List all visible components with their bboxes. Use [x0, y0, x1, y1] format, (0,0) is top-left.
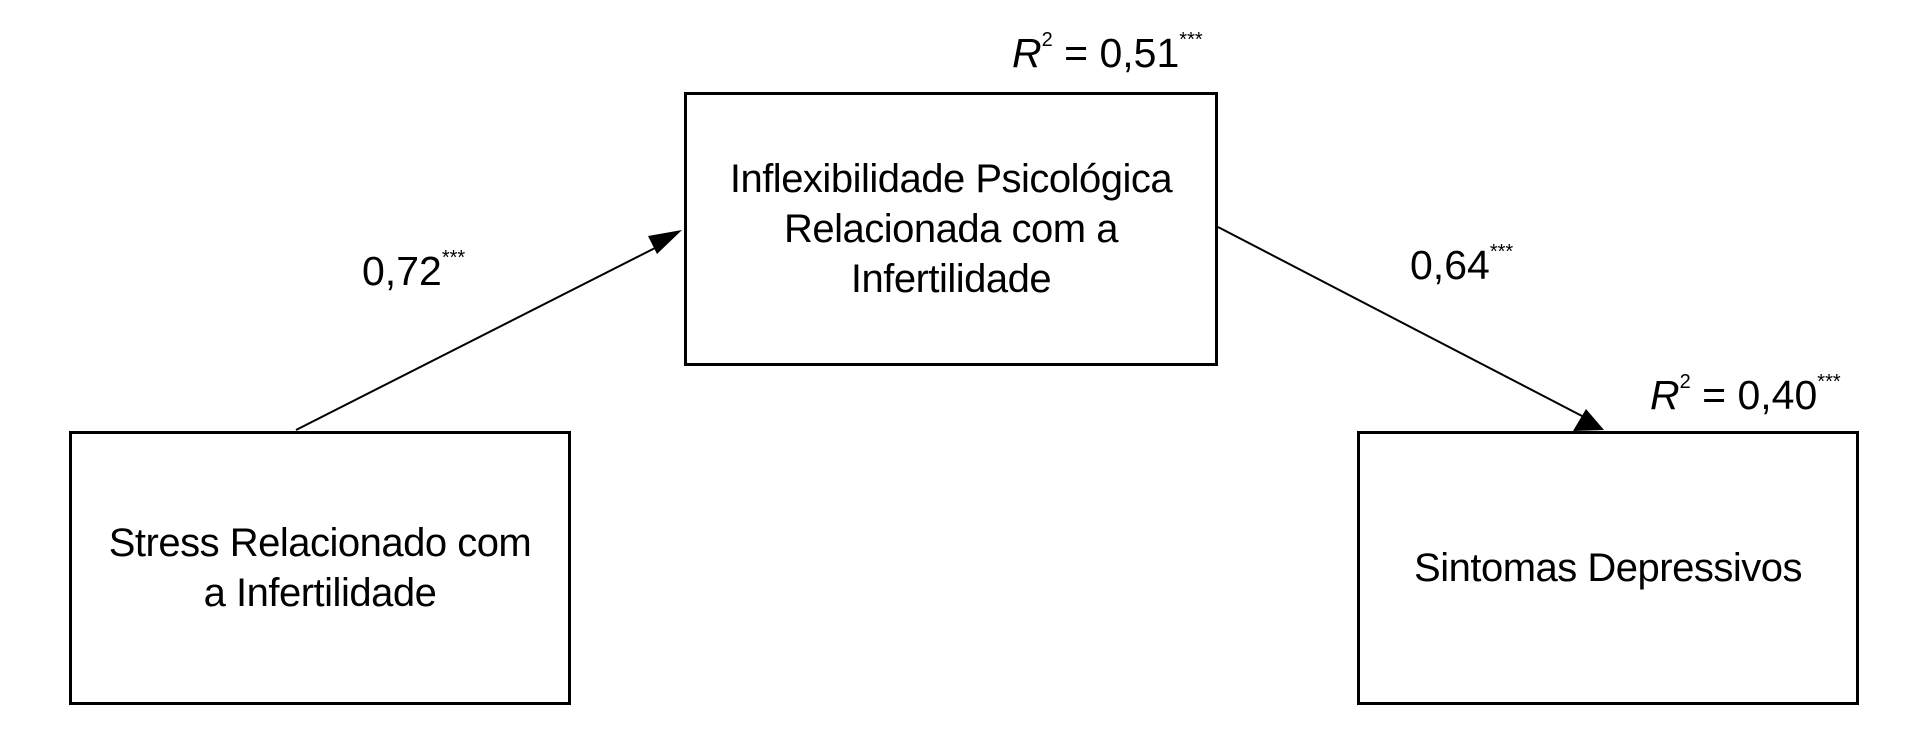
r-squared-equals: = [1052, 30, 1100, 76]
node-inflexibility: Inflexibilidade Psicológica Relacionada … [684, 92, 1218, 366]
node-stress: Stress Relacionado com a Infertilidade [69, 431, 571, 705]
arrowhead-inflexibility-to-depression [1573, 409, 1604, 431]
significance-marker: *** [1179, 29, 1203, 52]
path-coefficient-stress-inflexibility: 0,72*** [362, 246, 465, 296]
r-squared-symbol: R [1650, 372, 1680, 418]
node-inflexibility-label: Inflexibilidade Psicológica Relacionada … [729, 157, 1173, 301]
r-squared-symbol: R [1012, 30, 1042, 76]
r-squared-inflexibility: R2 = 0,51*** [1012, 28, 1203, 78]
path-coefficient-inflexibility-depression: 0,64*** [1410, 240, 1513, 290]
node-depression-label: Sintomas Depressivos [1414, 546, 1802, 590]
r-squared-equals: = [1690, 372, 1738, 418]
r-squared-value: 0,40 [1737, 372, 1818, 418]
significance-marker: *** [1817, 371, 1841, 394]
coefficient-value: 0,72 [362, 248, 442, 294]
significance-marker: *** [1489, 241, 1514, 264]
coefficient-value: 0,64 [1410, 242, 1490, 288]
arrow-stress-to-inflexibility [295, 246, 658, 431]
arrowhead-stress-to-inflexibility [648, 230, 682, 254]
node-stress-label: Stress Relacionado com a Infertilidade [108, 521, 532, 615]
arrow-inflexibility-to-depression [1217, 226, 1583, 417]
r-squared-depression: R2 = 0,40*** [1650, 370, 1841, 420]
r-squared-power: 2 [1679, 371, 1691, 394]
significance-marker: *** [441, 247, 466, 270]
r-squared-power: 2 [1041, 29, 1053, 52]
node-depression: Sintomas Depressivos [1357, 431, 1859, 705]
r-squared-value: 0,51 [1099, 30, 1180, 76]
